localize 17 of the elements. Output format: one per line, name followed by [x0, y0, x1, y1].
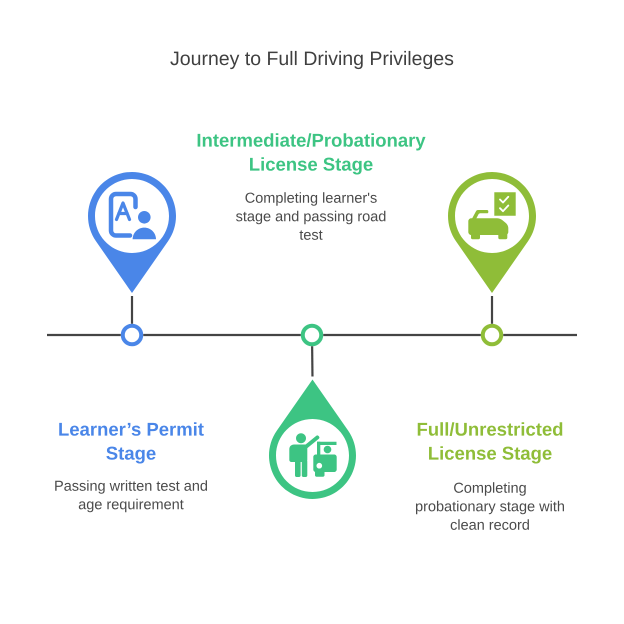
- title: Journey to Full Driving Privileges: [170, 50, 454, 70]
- stage-description: Completing probationary stage with clean record: [416, 482, 564, 530]
- timeline-marker: [480, 324, 504, 346]
- timeline-line: [143, 334, 301, 336]
- stage-heading: Full/Unrestricted License Stage: [418, 422, 562, 464]
- stage-description: Completing learner's stage and passing road test: [236, 192, 386, 240]
- stage-heading: Intermediate/Probationary License Stage: [198, 133, 426, 175]
- timeline-line: [47, 334, 121, 336]
- timeline-line: [503, 334, 577, 336]
- connector-line: [490, 296, 494, 324]
- connector-line: [311, 346, 314, 377]
- connector-line: [130, 296, 134, 324]
- timeline-marker: [300, 324, 324, 346]
- stage-heading: Learner’s Permit Stage: [59, 422, 204, 464]
- timeline-line: [323, 334, 481, 336]
- stage-description: Passing written test and age requirement: [55, 480, 208, 512]
- timeline-marker: [120, 324, 144, 346]
